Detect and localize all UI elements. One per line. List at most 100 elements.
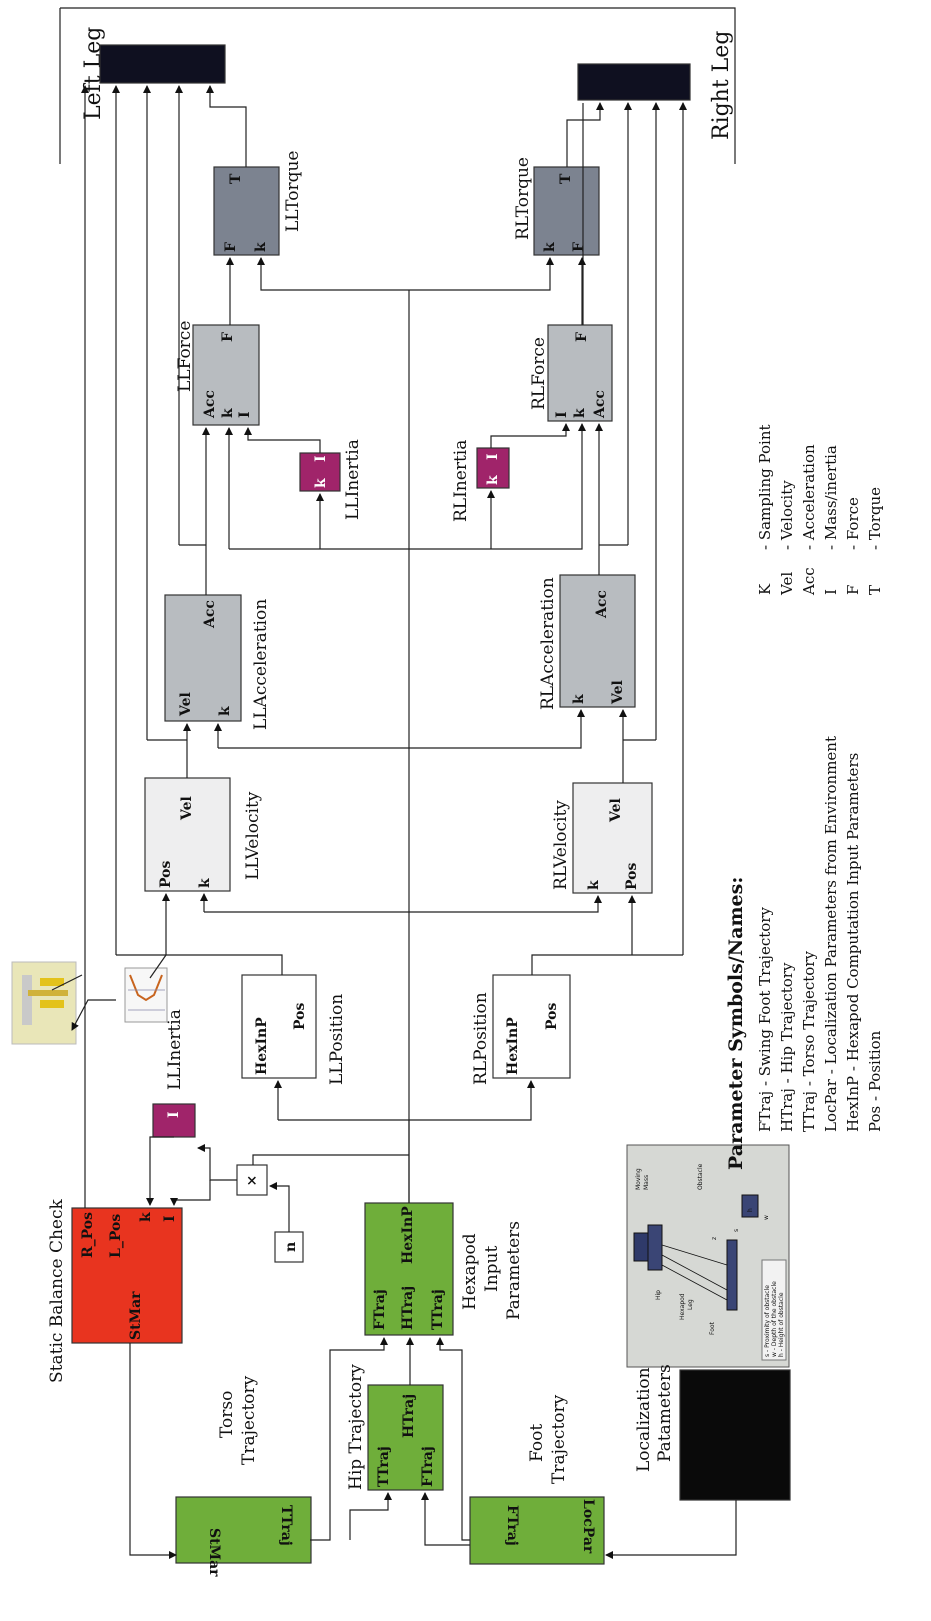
rl-velocity-block[interactable]: k Pos Vel RLVelocity [551,782,653,894]
port-label: I [485,453,501,460]
port-label: L_Pos [108,1214,124,1258]
port-label: k [586,880,602,890]
legend-row: TTraj - Torso Trajectory [800,951,818,1132]
ll-velocity-block[interactable]: Pos k Vel LLVelocity [144,777,263,892]
block-title-line: Trajectory [239,1375,259,1465]
rl-acceleration-block[interactable]: k Vel Acc RLAcceleration [538,574,636,710]
right-leg-title: Right Leg [709,31,734,140]
port-label: TTraj [376,1446,392,1487]
legend-symbol: I [822,589,840,595]
port-label: k [313,478,329,488]
port-label: Vel [610,680,626,705]
block-title: RLAcceleration [538,577,558,710]
port-label: Pos [544,1003,560,1030]
symbol-legend: K - Sampling Point Vel - Velocity Acc - … [756,424,884,596]
rl-torque-block[interactable]: k F T RLTorque [513,157,600,256]
port-label: StMar [128,1291,144,1340]
legend-desc: - Mass/inertia [822,445,840,550]
rl-force-block[interactable]: I k Acc F RLForce [529,324,613,422]
ll-acceleration-block[interactable]: Vel k Acc LLAcceleration [164,594,271,730]
port-label: F [223,242,239,252]
block-title-line: Localization [634,1367,654,1472]
right-leg-block[interactable] [577,63,691,101]
port-label: Vel [608,798,624,823]
robot-image [11,961,77,1045]
block-title: LLAcceleration [251,599,271,730]
port-label: HTraj [401,1394,417,1438]
port-label: k [485,475,501,485]
inset-label: z [711,1237,718,1240]
port-label: TTraj [278,1505,294,1546]
block-title-line: Torso [217,1391,237,1438]
constant-symbol: n [283,1242,299,1252]
block-title: RLTorque [513,157,533,240]
port-label: Pos [292,1003,308,1030]
block-title-line: Input [482,1246,502,1292]
left-leg-group: Left Leg [81,27,226,120]
port-label: Pos [158,861,174,888]
block-title-line: Hexapod [460,1233,480,1310]
hip-trajectory-block[interactable]: TTraj FTraj HTraj Hip Trajectory [346,1364,444,1491]
port-label: I [162,1215,178,1222]
port-label: F [220,332,236,342]
block-title-line: Patameters [655,1364,675,1462]
port-label: k [542,242,558,252]
block-title: Static Balance Check [47,1199,67,1383]
block-title: RLForce [529,337,549,410]
port-label: Acc [592,390,608,419]
static-balance-check-block[interactable]: R_Pos L_Pos k I StMar Static Balance Che… [47,1199,183,1383]
torso-trajectory-block[interactable]: StMar TTraj Torso Trajectory [175,1375,312,1577]
rl-inertia-block[interactable]: k I RLInertia [451,440,510,522]
port-label: k [138,1212,154,1222]
ll-inertia-bottom-block[interactable]: I LLInertia [152,1009,196,1138]
legend-row: HTraj - Hip Trajectory [778,962,796,1132]
port-label: I [166,1111,182,1118]
port-label: Vel [179,796,195,821]
ll-force-block[interactable]: Acc k I F LLForce [175,321,260,426]
port-label: I [554,411,570,418]
plot-scope-image [124,967,168,1023]
legend-desc: - Velocity [778,480,796,550]
legend-symbol: T [866,585,884,595]
port-label: HTraj [400,1286,416,1330]
block-title: LLInertia [165,1009,185,1090]
localization-parameters-block[interactable]: Localization Patameters [634,1364,791,1501]
legend-symbol: K [756,583,774,595]
foot-trajectory-block[interactable]: LocPar FTraj Foot Trajectory [469,1394,605,1565]
inset-label: s [733,1229,740,1232]
inset-label: Moving [635,1168,642,1190]
block-title: LLInertia [343,439,363,520]
ll-position-block[interactable]: HexInP Pos LLPosition [241,974,347,1085]
port-label: k [572,408,588,418]
port-label: I [237,411,253,418]
port-label: Vel [178,692,194,717]
product-symbol: × [246,1173,258,1189]
port-label: R_Pos [80,1212,96,1258]
left-leg-block[interactable] [99,44,226,84]
legend-desc: - Acceleration [800,444,818,550]
legend-title: Parameter Symbols/Names: [725,877,747,1170]
block-title-line: Trajectory [549,1394,569,1484]
parameter-legend: Parameter Symbols/Names: FTraj - Swing F… [725,736,884,1170]
right-leg-group: Right Leg [577,31,734,140]
signal-wires [51,85,737,1559]
legend-symbol: Acc [800,567,818,596]
inset-label: Obstacle [697,1163,704,1190]
inset-label: Hexapod [679,1293,686,1320]
hexapod-input-parameters-block[interactable]: FTraj HTraj TTraj HexInP Hexapod Input P… [364,1202,524,1336]
block-title: LLForce [175,321,195,392]
ll-torque-block[interactable]: F k T LLTorque [213,151,303,256]
legend-row: FTraj - Swing Foot Trajectory [756,907,774,1132]
port-label: HexInP [254,1017,270,1075]
port-label: k [220,408,236,418]
inset-label: w [763,1215,770,1220]
legend-desc: - Torque [866,487,884,550]
port-label: Pos [624,863,640,890]
product-block[interactable]: × [236,1164,268,1196]
ll-inertia-top-block[interactable]: k I LLInertia [299,439,363,520]
leg-enclosure [59,7,736,164]
rl-position-block[interactable]: HexInP Pos RLPosition [471,974,571,1085]
port-label: F [571,242,587,252]
constant-n-block[interactable]: n [274,1231,304,1263]
